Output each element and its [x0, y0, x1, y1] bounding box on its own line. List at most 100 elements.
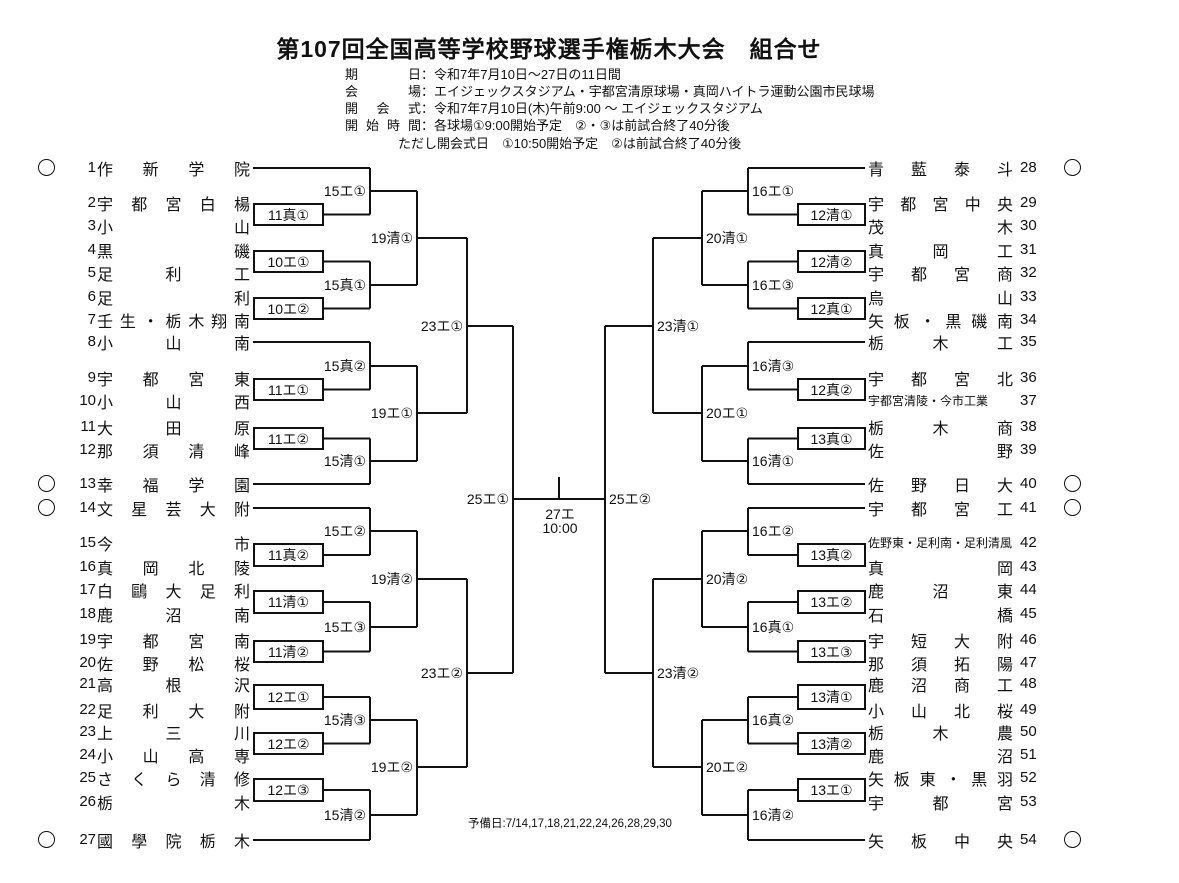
info-row-date: 期日：令和7年7月10日～27日の11日間 — [345, 65, 621, 82]
team-name: 青藍泰斗 — [868, 162, 1013, 179]
round-label: 23清② — [657, 665, 700, 681]
team-row: 鹿沼東 44 — [868, 579, 1084, 601]
round-label: 16エ① — [752, 183, 795, 199]
round-label: 19エ② — [370, 759, 413, 775]
game-box: 13エ② — [797, 590, 866, 614]
team-name: 小山西 — [97, 395, 250, 412]
semifinal-label: 25エ① — [466, 491, 509, 507]
round-label: 15清③ — [323, 712, 366, 728]
info-label: 期日 — [345, 67, 421, 82]
team-number: 11 — [80, 418, 96, 435]
team-number: 21 — [79, 675, 96, 692]
team-number: 36 — [1020, 369, 1037, 386]
team-name: 矢板東・黒羽 — [868, 772, 1013, 789]
team-number: 18 — [79, 605, 96, 622]
team-number: 54 — [1020, 831, 1037, 848]
team-name: さくら清修 — [97, 772, 250, 789]
game-box: 11エ② — [253, 427, 324, 450]
team-name: 佐野 — [868, 444, 1013, 461]
seed-circle — [1064, 499, 1081, 516]
info-value: エイジェックスタジアム・宇都宮清原球場・真岡ハイトラ運動公園市民球場 — [434, 84, 875, 99]
team-number: 7 — [87, 311, 96, 328]
team-number: 51 — [1020, 746, 1037, 763]
seed-circle — [38, 499, 55, 516]
team-name: 栃木農 — [868, 726, 1013, 743]
team-name: 鹿沼 — [868, 749, 1013, 766]
team-number: 5 — [87, 264, 96, 281]
team-number: 27 — [79, 831, 96, 848]
team-row: 宇都宮工 41 — [868, 497, 1084, 519]
team-number: 42 — [1020, 534, 1037, 551]
team-name: 佐野松桜 — [97, 657, 250, 674]
round-label: 15エ② — [323, 523, 366, 539]
team-name: 宇都宮北 — [868, 372, 1013, 389]
team-name: 茂木 — [868, 220, 1013, 237]
team-name: 小山北桜 — [868, 704, 1013, 721]
info-colon: ： — [421, 118, 435, 133]
team-name: 鹿沼商工 — [868, 678, 1013, 695]
team-number: 19 — [79, 631, 96, 648]
round-label: 20清② — [706, 571, 749, 587]
team-name: 鹿沼東 — [868, 584, 1013, 601]
reserve-days-note: 予備日:7/14,17,18,21,22,24,26,28,29,30 — [468, 818, 672, 830]
team-name: 足利 — [97, 291, 250, 308]
round-label: 16エ③ — [752, 277, 795, 293]
game-box: 10エ② — [253, 297, 324, 320]
info-row-starttime: 開始時間：各球場①9:00開始予定 ②・③は前試合終了40分後 — [345, 116, 730, 133]
team-number: 53 — [1020, 793, 1037, 810]
team-name: 今市 — [97, 537, 250, 554]
round-label: 15真② — [323, 358, 366, 374]
game-box: 13エ③ — [797, 640, 866, 663]
game-box: 12真② — [797, 378, 866, 401]
game-box: 12エ① — [253, 684, 324, 710]
team-number: 41 — [1020, 499, 1037, 516]
game-box: 13真① — [797, 427, 866, 450]
game-box: 11真② — [253, 543, 324, 567]
team-name: 栃木商 — [868, 421, 1013, 438]
game-box: 12エ③ — [253, 778, 324, 802]
info-colon: ： — [421, 101, 435, 116]
round-label: 19清② — [370, 571, 413, 587]
team-name: 宇都宮南 — [97, 634, 250, 651]
round-label: 23清① — [657, 318, 700, 334]
team-number: 37 — [1020, 392, 1037, 409]
team-name: 國學院栃木 — [97, 834, 250, 851]
info-label: 会場 — [345, 84, 421, 99]
round-label: 15エ③ — [323, 619, 366, 635]
team-name: 真岡北陵 — [97, 561, 250, 578]
team-name: 幸福学園 — [97, 478, 250, 495]
game-box: 13真② — [797, 543, 866, 567]
team-name: 宇都宮商 — [868, 267, 1013, 284]
team-number: 14 — [79, 499, 96, 516]
team-number: 44 — [1020, 581, 1037, 598]
team-name: 宇都宮工 — [868, 502, 1013, 519]
team-name: 烏山 — [868, 291, 1013, 308]
round-label: 23エ② — [420, 665, 463, 681]
team-number: 34 — [1020, 311, 1037, 328]
team-number: 45 — [1020, 605, 1037, 622]
